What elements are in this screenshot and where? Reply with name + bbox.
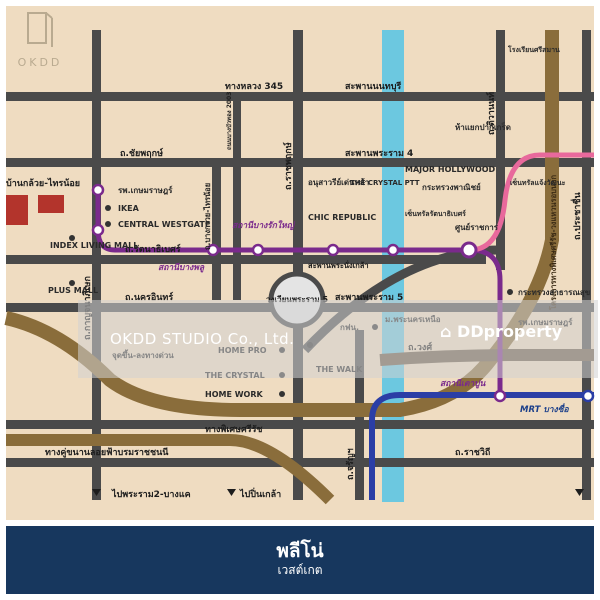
station-dot	[326, 243, 340, 257]
label-ratchawithi: ถ.ราชวิถี	[455, 447, 490, 458]
expressway-lower	[6, 434, 335, 505]
expressway-right	[379, 349, 594, 366]
station-dot	[386, 243, 400, 257]
label-major-hollywood: MAJOR HOLLYWOOD	[405, 165, 496, 174]
poi-dot	[279, 372, 285, 378]
arrow-down-icon	[227, 489, 236, 496]
road-2003	[233, 100, 241, 300]
label-wong-sawang: ถ.วงศ์	[408, 341, 432, 353]
road-kanchanaphisek	[92, 30, 101, 500]
label-center-gov: ศูนย์ราชการ	[455, 222, 499, 233]
logo-text: OKDD	[17, 56, 63, 69]
arrow-down-icon	[575, 489, 584, 496]
label-ikea: IKEA	[118, 204, 140, 213]
label-interchange: จุดขึ้น-ลงทางด่วน	[112, 349, 174, 361]
label-expressway-right: โครงการทางพิเศษศรีรัช-วงแหวนรอบนอก	[548, 175, 558, 311]
label-station-bang-phlu: สถานีบางพลู	[158, 262, 205, 273]
poi-dot	[279, 391, 285, 397]
label-pak-kret: ห้าแยกปากเกร็ด	[455, 121, 511, 132]
station-dot	[581, 389, 595, 403]
poi-dot	[507, 289, 513, 295]
footer-banner: พลีโน่ เวสต์เกต	[6, 526, 594, 594]
poi-dot	[69, 280, 75, 286]
label-index-living: INDEX LIVING MALL	[50, 241, 138, 250]
label-plus-mall: PLUS MALL	[48, 286, 98, 295]
label-the-crystal: THE CRYSTAL	[205, 371, 265, 380]
label-2003: ถนนบางบัวทอง 2003	[225, 92, 233, 150]
building-icon	[38, 195, 64, 213]
label-chic-republic: CHIC REPUBLIC	[308, 213, 376, 222]
label-mrt-bang-sue: MRT บางซื่อ	[520, 403, 569, 415]
ddproperty-watermark: ⌂ DDproperty	[440, 322, 562, 341]
label-monument: อนุสาวรีย์เด่นหล้า	[308, 177, 369, 188]
label-central-rattana: เซ็นทรัลรัตนาธิเบศร์	[405, 209, 466, 218]
label-nonthaburi-bridge: สะพานนนทบุรี	[345, 81, 401, 92]
project-title: พลีโน่	[276, 540, 324, 562]
label-road-345: ทางหลวง 345	[225, 82, 283, 92]
label-central-chaeng: เซ็นทรัลแจ้งวัฒนะ	[510, 178, 566, 187]
poi-dot	[69, 235, 75, 241]
mrt-blue-line	[369, 392, 594, 500]
road-prachachuen	[582, 30, 591, 500]
station-dot	[493, 389, 507, 403]
poi-dot	[105, 221, 111, 227]
label-central-westgate: CENTRAL WESTGATE	[118, 220, 210, 229]
label-kasemrad: รพ.เกษมราษฎร์	[118, 185, 173, 195]
logo-mark-icon	[27, 12, 53, 47]
label-station-bang-rak-yai: สถานีบางรักใหญ่	[232, 220, 296, 231]
road-bangkruai	[212, 160, 221, 300]
label-rama4-bridge: สะพานพระราม 4	[345, 149, 413, 159]
label-parallel: ทางคู่ขนานลอยฟ้าบรมราชชนนี	[45, 447, 169, 458]
station-dot	[91, 183, 105, 197]
label-rama5-bridge: สะพานพระราม 5	[335, 293, 403, 303]
label-bang-kruai-ring: บ้านกล้วย-ไทรน้อย	[6, 177, 80, 189]
label-rama5-area: กฟน.	[340, 323, 359, 332]
label-bang-kruai: ถ.บางกรวย-ไทรน้อย	[202, 183, 212, 250]
road-rattanathibet	[6, 255, 486, 264]
poi-dot	[105, 205, 111, 211]
chao-phraya-river	[382, 30, 404, 502]
watermark-text: OKDD STUDIO Co., Ltd.	[110, 330, 295, 348]
ddproperty-text: DDproperty	[457, 322, 563, 341]
label-to-rama2: ไปพระราม2-บางแค	[111, 488, 191, 500]
label-nakhon-in: ถ.นครอินทร์	[125, 291, 173, 303]
label-ratchaphruek: ถ.ราชพฤกษ์	[282, 142, 294, 190]
label-phiset: ทางพิเศษศรีรัช	[205, 424, 263, 435]
label-crystal-ptt: THE CRYSTAL PTT	[350, 179, 420, 187]
station-interchange	[460, 241, 478, 259]
label-home-work: HOME WORK	[205, 390, 263, 399]
project-subtitle: เวสต์เกต	[277, 563, 323, 577]
station-dot	[251, 243, 265, 257]
roundabout-label: วงเวียนพระราม 5	[266, 294, 328, 304]
road-tiwanon	[496, 30, 505, 270]
label-ministry-health: กระทรวงสาธารณสุข	[518, 288, 590, 298]
mrt-pink-line	[469, 152, 594, 253]
label-rattanathibet: ถ.รัตนาธิเบศร์	[125, 243, 181, 255]
label-rongrian: โรงเรียนศรีสมาน	[507, 45, 560, 54]
building-icon	[6, 195, 28, 225]
label-station-tao-poon: สถานีเตาปูน	[440, 378, 487, 389]
label-to-pinklao: ไปปิ่นเกล้า	[239, 487, 281, 500]
arrow-down-icon	[92, 489, 101, 496]
label-ministry-commerce: กระทรวงพาณิชย์	[422, 182, 481, 192]
label-chaiyaphruek: ถ.ชัยพฤกษ์	[120, 147, 163, 159]
label-prachachuen: ถ.ประชาชื่น	[570, 191, 583, 240]
okdd-logo: OKDD	[10, 10, 70, 69]
label-phra-nangklao: สะพานพระนั่งเกล้า	[308, 259, 369, 270]
station-dot	[206, 243, 220, 257]
label-charan: ถ.จรัญฯ	[345, 448, 356, 480]
label-the-walk: THE WALK	[316, 365, 363, 374]
poi-dot	[372, 324, 378, 330]
mrt-purple-line	[95, 190, 503, 396]
label-mpn: ม.พระนครเหนือ	[385, 314, 441, 324]
house-icon: ⌂	[440, 322, 452, 341]
label-tiwanon: ถ.ติวานนท์	[485, 92, 497, 135]
station-dot	[91, 223, 105, 237]
road-ratchaphruek	[293, 30, 303, 500]
poi-dot	[307, 342, 313, 348]
